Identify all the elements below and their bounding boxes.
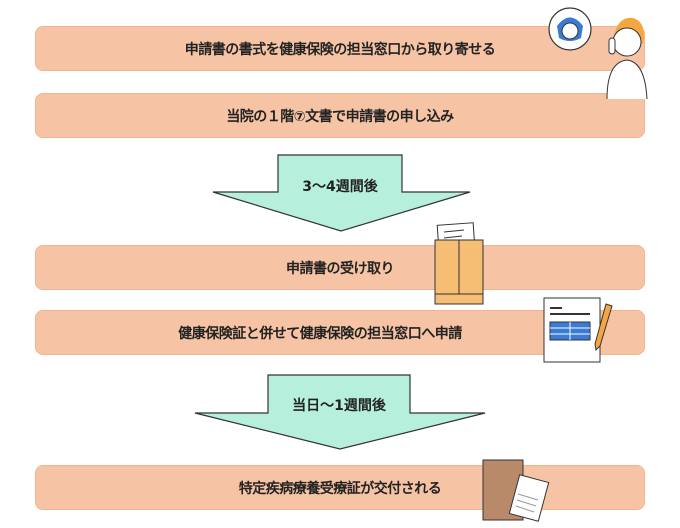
arrow-1-label: 3～4週間後 [302,179,378,195]
phone-call-people-icon [548,7,648,100]
step-5-box: 特定疾病療養受療証が交付される [35,465,645,510]
step-4-box: 健康保険証と併せて健康保険の担当窓口へ申請 [35,310,645,355]
step-3-label: 申請書の受け取り [286,260,395,277]
step-2-label: 当院の１階⑦文書で申請書の申し込み [226,108,454,125]
step-1-box: 申請書の書式を健康保険の担当窓口から取り寄せる [35,26,645,71]
step-2-box: 当院の１階⑦文書で申請書の申し込み [35,93,645,138]
arrow-1 [212,154,471,232]
envelope-icon [434,222,484,305]
arrow-2-label: 当日～1週間後 [292,398,386,414]
step-1-label: 申請書の書式を健康保険の担当窓口から取り寄せる [184,41,496,58]
step-5-label: 特定疾病療養受療証が交付される [238,480,442,497]
application-form-icon [543,297,613,363]
step-3-box: 申請書の受け取り [35,245,645,290]
step-4-label: 健康保険証と併せて健康保険の担当窓口へ申請 [178,325,462,342]
certificate-envelope-icon [482,459,550,522]
arrow-2 [194,374,486,450]
pen-icon [594,303,613,352]
